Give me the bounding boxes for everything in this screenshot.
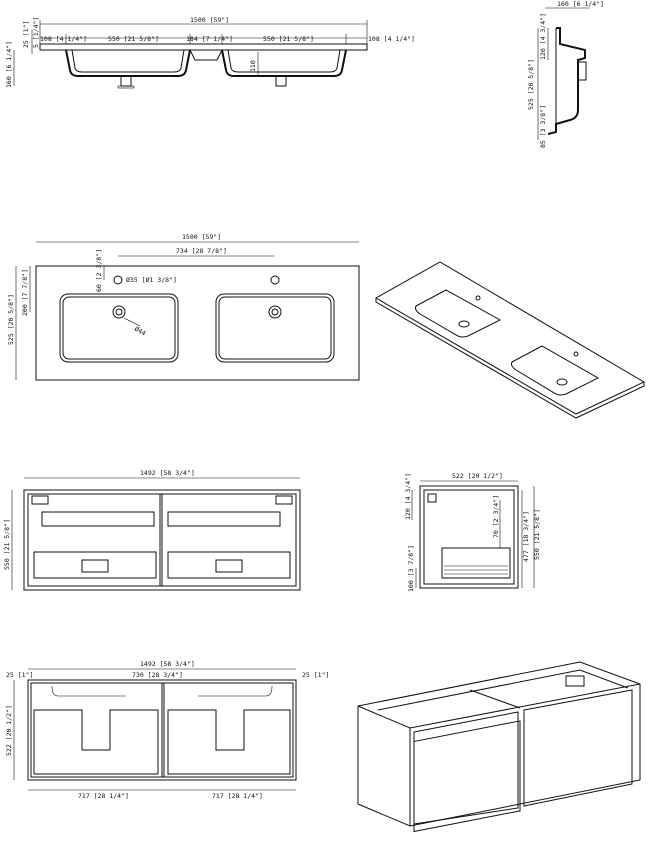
pv-tap-spacing: 734 [28 7/8"] — [176, 247, 227, 255]
xs-left-margin: 108 [4 1/4"] — [40, 35, 87, 43]
pv-tap-hole: Ø35 [Ø1 3/8"] — [126, 276, 177, 284]
ss-top-height: 160 [6 1/4"] — [557, 0, 604, 8]
cs-drawer-height: 477 [18 3/4"] — [522, 511, 530, 562]
xs-basin-right: 550 [21 5/8"] — [263, 35, 314, 43]
ct-inner-span: 730 [28 3/4"] — [132, 671, 183, 679]
cs-overall-depth: 522 [20 1/2"] — [452, 472, 503, 480]
ss-upper-depth: 120 [4 3/4"] — [539, 13, 547, 60]
cf-overall-width: 1492 [58 3/4"] — [140, 469, 195, 477]
pv-overall-width: 1500 [59"] — [182, 233, 221, 241]
pv-tap-offset: 60 [2 3/8"] — [95, 249, 103, 292]
ct-overall-width: 1492 [58 3/4"] — [140, 660, 195, 668]
xs-right-margin: 108 [4 1/4"] — [368, 35, 415, 43]
cs-bottom-gap: 100 [3 7/8"] — [407, 545, 415, 592]
xs-center-gap: 184 [7 1/4"] — [186, 35, 233, 43]
cabinet-top-view — [13, 668, 297, 791]
pv-drain-hole: Ø44 — [133, 325, 147, 338]
basin-plan-view — [15, 241, 360, 381]
basin-cross-section — [13, 20, 368, 89]
cabinet-isometric-view — [357, 661, 641, 833]
cs-top-rail: 120 [4 3/4"] — [404, 473, 412, 520]
cs-drawer-offset: 70 [2 3/4"] — [492, 495, 500, 538]
xs-overall-width: 1500 [59"] — [190, 16, 229, 24]
ss-lower-height: 85 [3 3/8"] — [539, 105, 547, 148]
ct-left-margin: 25 [1"] — [6, 671, 33, 679]
basin-isometric-view — [374, 261, 646, 419]
ct-right-half: 717 [28 1/4"] — [212, 792, 263, 800]
ct-right-margin: 25 [1"] — [302, 671, 329, 679]
xs-total-height: 160 [6 1/4"] — [5, 41, 13, 88]
cabinet-front-view — [11, 477, 301, 591]
ss-overall-depth: 525 [20 5/8"] — [527, 59, 535, 110]
xs-basin-left: 550 [21 5/8"] — [108, 35, 159, 43]
cs-overall-height: 550 [21 5/8"] — [533, 509, 541, 560]
cf-overall-height: 550 [21 5/8"] — [3, 519, 11, 570]
xs-edge-thickness: 5 [1/4"] — [32, 17, 40, 48]
ct-left-half: 717 [28 1/4"] — [78, 792, 129, 800]
ct-overall-depth: 522 [20 1/2"] — [5, 705, 13, 756]
cabinet-side-view — [411, 480, 535, 589]
xs-rim-height: 25 [1"] — [22, 21, 30, 48]
xs-basin-depth: 110 — [249, 60, 257, 72]
pv-overall-depth: 525 [20 5/8"] — [7, 294, 15, 345]
basin-side-section — [537, 7, 590, 140]
pv-basin-depth: 200 [7 7/8"] — [21, 269, 29, 316]
